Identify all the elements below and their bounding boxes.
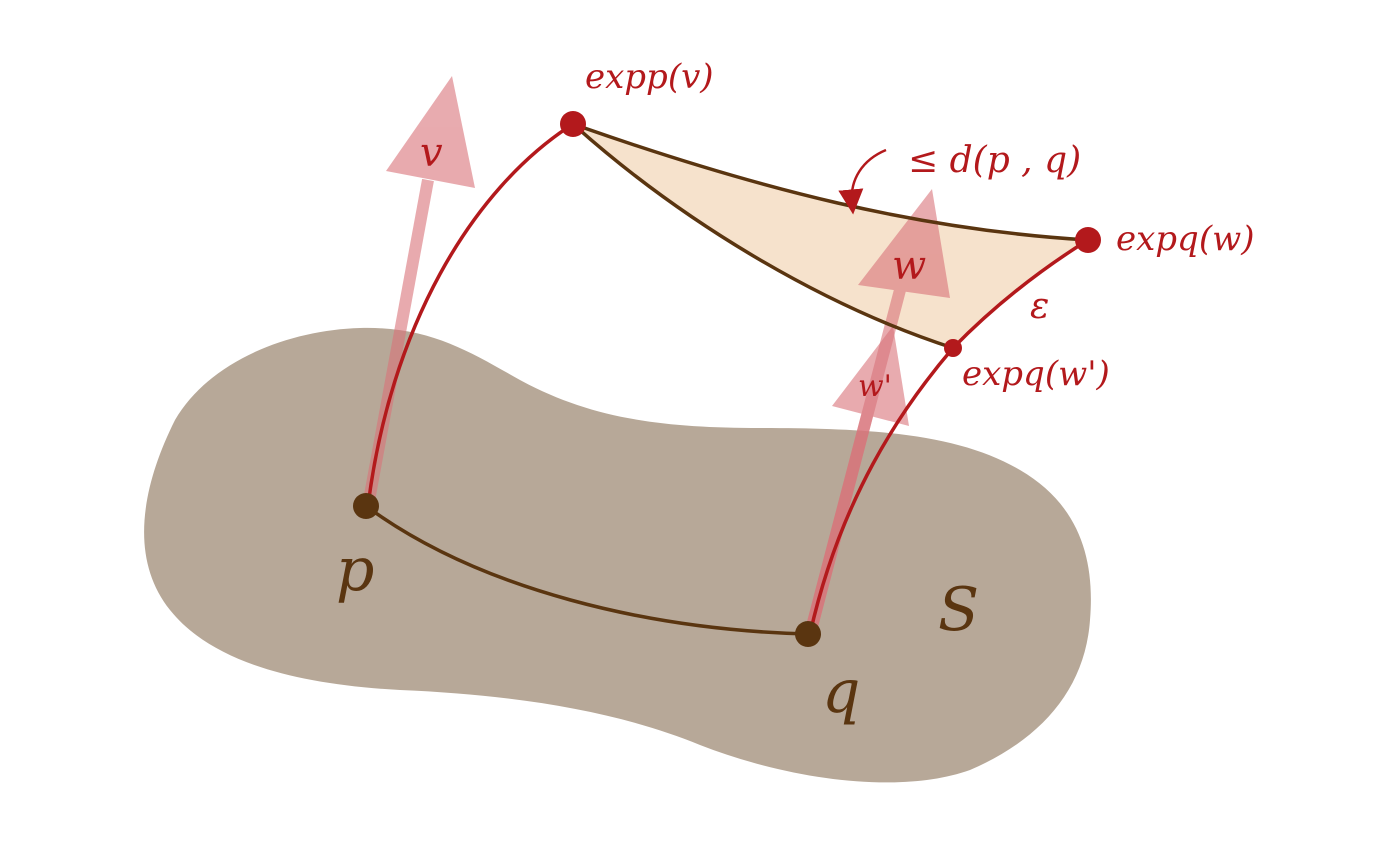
geodesic-exp-v-exp-w <box>572 122 1089 242</box>
label-exp-q-w: expq(w) <box>1116 219 1254 259</box>
geodesic-exp-v-exp-w-prime <box>571 122 954 350</box>
label-p: p <box>336 535 374 605</box>
label-epsilon: ε <box>1030 286 1049 327</box>
label-exp-p-v: expp(v) <box>585 57 714 97</box>
label-surface: S <box>938 575 979 645</box>
point-p <box>353 493 379 519</box>
exponential-curve-q <box>808 238 1089 635</box>
geodesic-p-q <box>364 504 809 636</box>
point-exp-q-w <box>1075 227 1101 253</box>
label-exp-q-w-prime: expq(w') <box>962 354 1110 394</box>
distance-bound-arrow <box>838 148 887 215</box>
surface-s <box>144 327 1091 783</box>
shaded-region <box>573 124 1088 348</box>
point-exp-p-v <box>560 111 586 137</box>
label-q: q <box>822 657 860 727</box>
exponential-curve-p <box>366 122 574 507</box>
label-v: v <box>420 130 443 176</box>
label-w-prime: w' <box>858 369 892 404</box>
label-distance-bound: ≤ d(p , q) <box>908 140 1081 181</box>
label-w: w <box>892 243 926 289</box>
point-q <box>795 621 821 647</box>
point-exp-q-w-prime <box>944 339 962 357</box>
